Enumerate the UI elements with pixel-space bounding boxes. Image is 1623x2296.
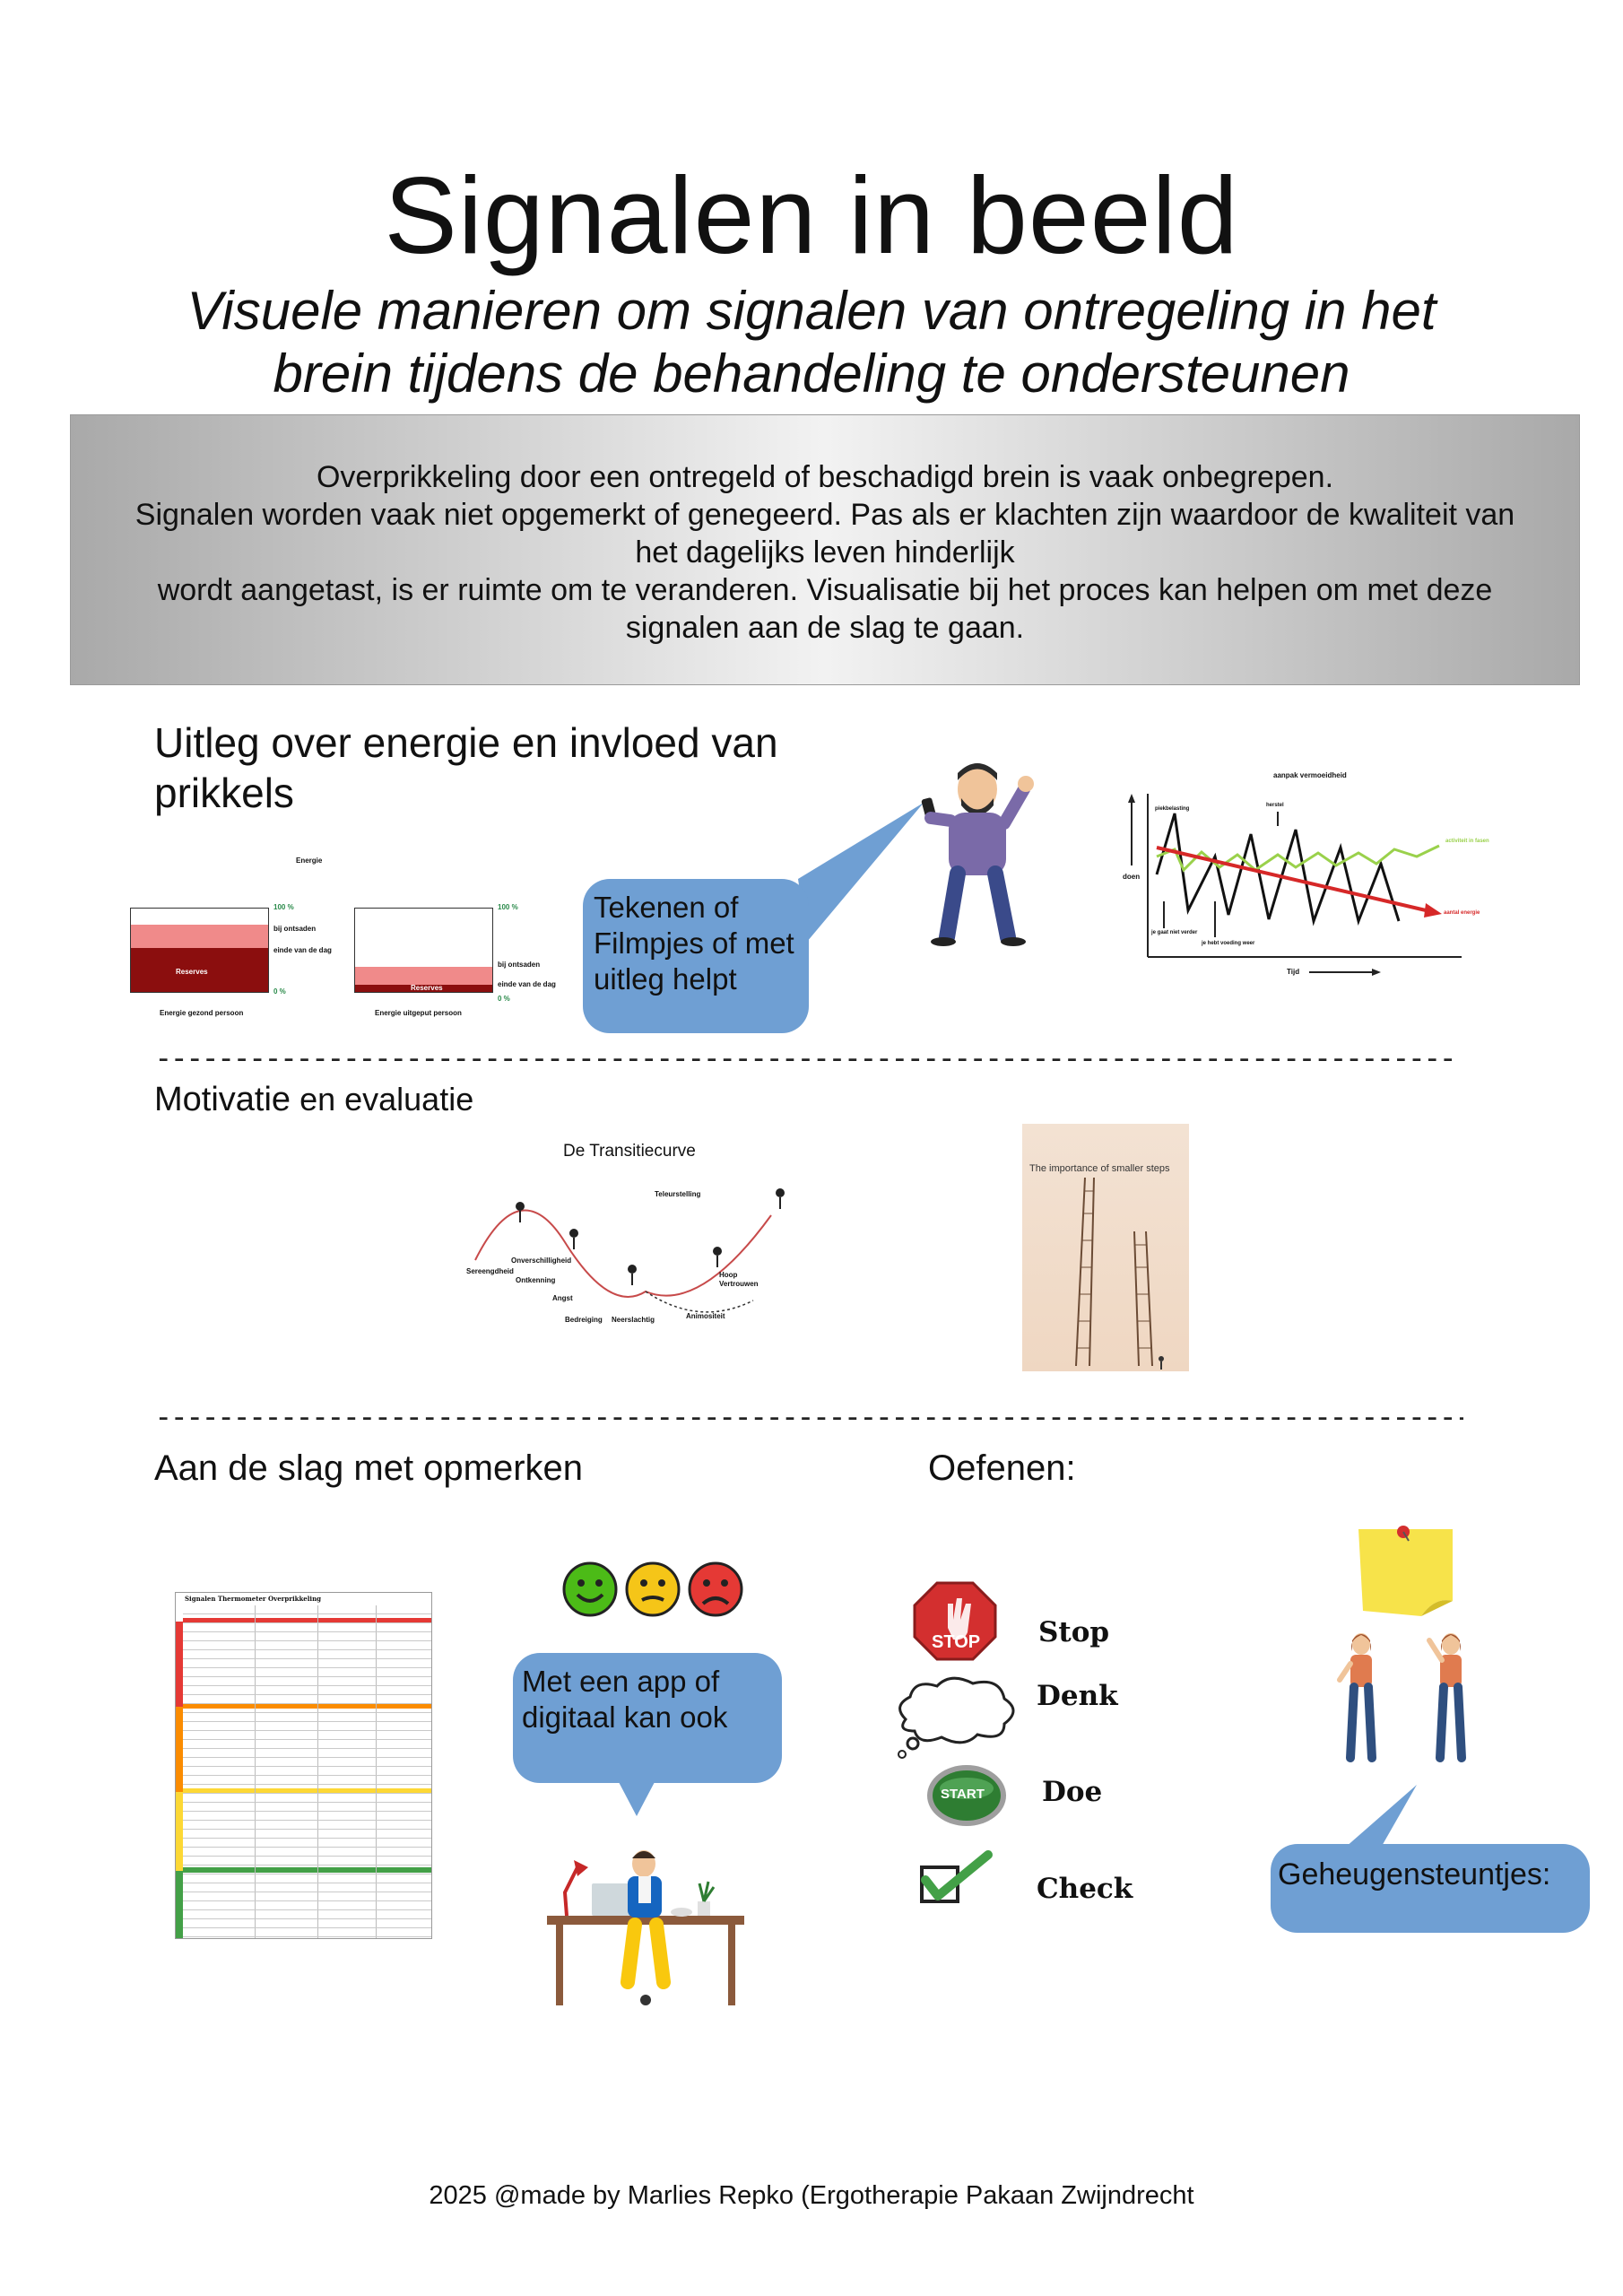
energy-title: Energie xyxy=(296,857,323,865)
subtitle-line-1: Visuele manieren om signalen van ontrege… xyxy=(187,281,1436,341)
thought-cloud-icon xyxy=(898,1676,1015,1759)
intro-box: Overprikkeling door een ontregeld of bes… xyxy=(70,414,1580,685)
reserve-label: Reserves xyxy=(176,968,208,976)
subtitle-line-2: brein tijdens de behandeling te onderste… xyxy=(273,344,1350,404)
ladder-caption: The importance of smaller steps xyxy=(1029,1163,1170,1174)
section-energy-heading: Uitleg over energie en invloed van prikk… xyxy=(154,718,778,818)
end-label: einde van de dag xyxy=(498,980,556,988)
onset-label: bij ontsaden xyxy=(498,961,541,969)
section-divider: ----------------------------------------… xyxy=(154,1040,1454,1076)
fatigue-chart: aanpak vermoeidheid piekbelasting herste… xyxy=(1112,767,1506,982)
stage-label: Sereengdheid xyxy=(466,1267,514,1275)
section-divider: ----------------------------------------… xyxy=(154,1399,1463,1435)
pct-top: 100 % xyxy=(498,903,518,911)
bubble-line: Tekenen of xyxy=(594,891,739,924)
marker-c: je gaat niet verder xyxy=(1151,930,1198,935)
marker-a: piekbelasting xyxy=(1155,806,1190,812)
marker-d: je hebt voeding weer xyxy=(1202,941,1255,946)
bubble-line: digitaal kan ook xyxy=(522,1700,728,1734)
signal-thermometer-table: Signalen Thermometer Overprikkeling xyxy=(175,1592,432,1939)
start-button-icon: START xyxy=(922,1760,1011,1831)
start-button-text: START xyxy=(941,1787,985,1802)
neutral-face-icon xyxy=(625,1561,681,1617)
transition-curve-graphic: De Transitiecurve Ontkenning Angst Bedre… xyxy=(466,1135,807,1327)
step-denk-label: Denk xyxy=(1037,1680,1118,1712)
two-women-illustration xyxy=(1337,1633,1466,1762)
person-at-desk-illustration xyxy=(547,1850,744,2005)
legend-green: activiteit in fasen xyxy=(1445,839,1489,844)
marker-b: herstel xyxy=(1266,803,1284,808)
bubble-line: uitleg helpt xyxy=(594,962,737,996)
caption-exhausted: Energie uitgeput persoon xyxy=(375,1009,462,1017)
section-noticing-heading: Aan de slag met opmerken xyxy=(154,1448,584,1488)
energy-bar-exhausted: Reserves xyxy=(354,908,493,993)
heading-bold: Motivatie xyxy=(154,1081,291,1118)
section-motivation-heading: Motivatie en evaluatie xyxy=(154,1081,473,1119)
stage-label: Onverschilligheid xyxy=(511,1257,572,1265)
bubble-line: Filmpjes of met xyxy=(594,926,794,960)
reserve-label: Reserves xyxy=(411,984,443,992)
stage-label: Angst xyxy=(552,1294,573,1302)
energy-bar-healthy: Reserves xyxy=(130,908,269,993)
heading-rest: en evaluatie xyxy=(291,1081,474,1118)
stage-label: Hoop xyxy=(719,1271,738,1279)
pct-bottom: 0 % xyxy=(498,995,510,1003)
y-axis-label: doen xyxy=(1123,873,1141,881)
checkmark-icon xyxy=(920,1850,993,1903)
pct-bottom: 0 % xyxy=(273,987,286,996)
speech-bubble-app: Met een app of digitaal kan ook xyxy=(513,1653,782,1783)
speech-bubble-pointer xyxy=(798,803,924,942)
intro-line: Overprikkeling door een ontregeld of bes… xyxy=(316,460,1334,494)
stage-label: Vertrouwen xyxy=(719,1280,759,1288)
heading-line: prikkels xyxy=(154,770,294,816)
transition-curve-line xyxy=(474,1188,785,1313)
stage-label: Neerslachtig xyxy=(612,1316,655,1324)
happy-face-icon xyxy=(562,1561,618,1617)
stage-label: Bedreiging xyxy=(565,1316,603,1324)
step-doe-label: Doe xyxy=(1042,1776,1103,1808)
legend-red: aantal energie xyxy=(1444,910,1480,916)
stage-label: Ontkenning xyxy=(516,1276,556,1284)
ladder-image: The importance of smaller steps xyxy=(1022,1124,1189,1371)
pct-top: 100 % xyxy=(273,903,294,911)
bubble-line: Met een app of xyxy=(522,1665,720,1698)
step-check-label: Check xyxy=(1037,1873,1133,1905)
stop-sign-text: STOP xyxy=(932,1632,981,1652)
page-title: Signalen in beeld xyxy=(384,154,1239,276)
x-axis-label: Tijd xyxy=(1287,968,1300,976)
stop-sign-icon: STOP xyxy=(910,1578,1000,1664)
sticky-note-icon xyxy=(1358,1526,1453,1616)
end-label: einde van de dag xyxy=(273,946,332,954)
heading-line: Uitleg over energie en invloed van xyxy=(154,719,778,766)
transition-curve-title: De Transitiecurve xyxy=(563,1142,696,1161)
speech-bubble-memory: Geheugensteuntjes: xyxy=(1271,1844,1590,1933)
stage-label: Teleurstelling xyxy=(655,1190,701,1198)
mood-smileys xyxy=(562,1561,743,1617)
intro-line: signalen aan de slag te gaan. xyxy=(625,611,1025,645)
speech-bubble-explain: Tekenen of Filmpjes of met uitleg helpt xyxy=(583,879,809,1033)
energy-graphic: Energie Reserves 100 % bij ontsaden eind… xyxy=(126,857,556,1027)
memory-bubble-pointer xyxy=(1345,1785,1417,1848)
page-subtitle: Visuele manieren om signalen van ontrege… xyxy=(90,280,1533,405)
intro-line: Signalen worden vaak niet opgemerkt of g… xyxy=(135,498,1515,532)
caption-healthy: Energie gezond persoon xyxy=(160,1009,244,1017)
fatigue-chart-plot xyxy=(1128,794,1462,976)
footer-credit: 2025 @made by Marlies Repko (Ergotherapi… xyxy=(429,2181,1194,2210)
section-practice-heading: Oefenen: xyxy=(928,1448,1076,1488)
thermometer-title: Signalen Thermometer Overprikkeling xyxy=(185,1595,322,1603)
intro-line: het dagelijks leven hinderlijk xyxy=(635,535,1015,570)
intro-line: wordt aangetast, is er ruimte om te vera… xyxy=(157,573,1493,607)
man-with-phone-illustration xyxy=(921,763,1034,946)
stage-label: Animositeit xyxy=(686,1312,725,1320)
onset-label: bij ontsaden xyxy=(273,925,317,933)
fatigue-chart-title: aanpak vermoeidheid xyxy=(1273,771,1347,779)
ladder-drawing xyxy=(1075,1177,1164,1370)
sad-face-icon xyxy=(688,1561,743,1617)
step-stop-label: Stop xyxy=(1038,1616,1110,1648)
